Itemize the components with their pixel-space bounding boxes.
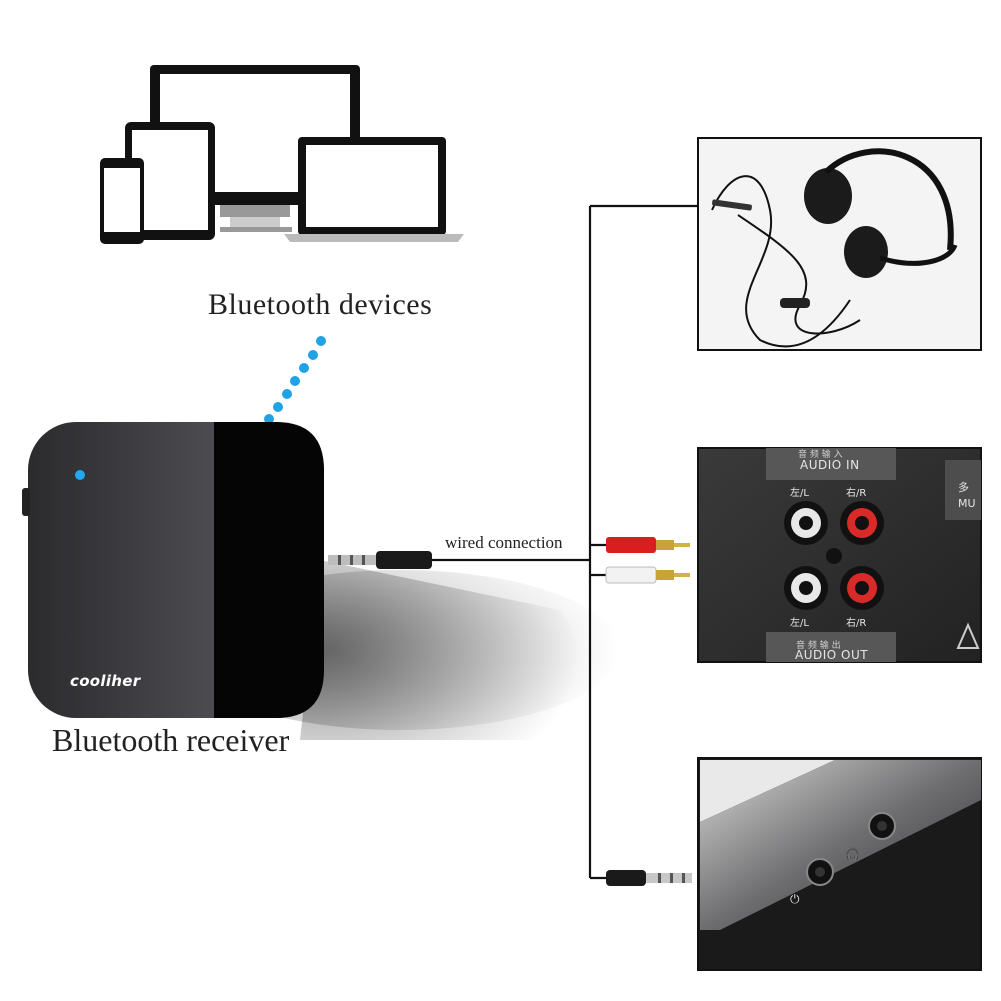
audio-out-cn-label: 音 频 输 出	[796, 641, 841, 651]
wired-connection-label: wired connection	[443, 533, 565, 553]
headphone-plug-icon	[606, 870, 692, 886]
bluetooth-signal-dots	[264, 336, 326, 424]
rca-jacks	[784, 501, 884, 610]
laptop-audio-port-photo: ⏻ 🎧	[697, 757, 982, 971]
wired-connection-cables	[432, 204, 700, 880]
bluetooth-devices-label: Bluetooth devices	[208, 288, 433, 321]
aux-jack-icon	[328, 551, 432, 569]
bluetooth-devices-icon	[100, 65, 464, 244]
svg-text:⏻: ⏻	[790, 892, 800, 906]
audio-in-label: AUDIO IN	[800, 458, 860, 472]
bluetooth-receiver-label: Bluetooth receiver	[52, 722, 290, 758]
audio-in-cn-label: 音 频 输 入	[798, 450, 843, 460]
audio-out-label: AUDIO OUT	[795, 648, 869, 662]
bluetooth-receiver	[22, 422, 620, 740]
right-channel-label: 右/R	[846, 488, 867, 499]
status-led-icon	[75, 470, 85, 480]
laptop-icon	[284, 137, 464, 242]
phone-icon	[100, 158, 144, 244]
brand-logo: cooliher	[70, 672, 141, 690]
rca-red-plug-icon	[606, 537, 690, 553]
left-channel-label: 左/L	[790, 618, 809, 629]
side-label: 多 MU	[958, 481, 976, 510]
right-channel-label: 右/R	[846, 618, 867, 629]
left-channel-label: 左/L	[790, 488, 809, 499]
svg-text:🎧: 🎧	[845, 847, 860, 861]
rca-white-plug-icon	[605, 566, 690, 584]
headphones-photo	[697, 137, 982, 351]
tablet-icon	[125, 122, 215, 240]
audio-input-panel-photo	[697, 447, 982, 663]
